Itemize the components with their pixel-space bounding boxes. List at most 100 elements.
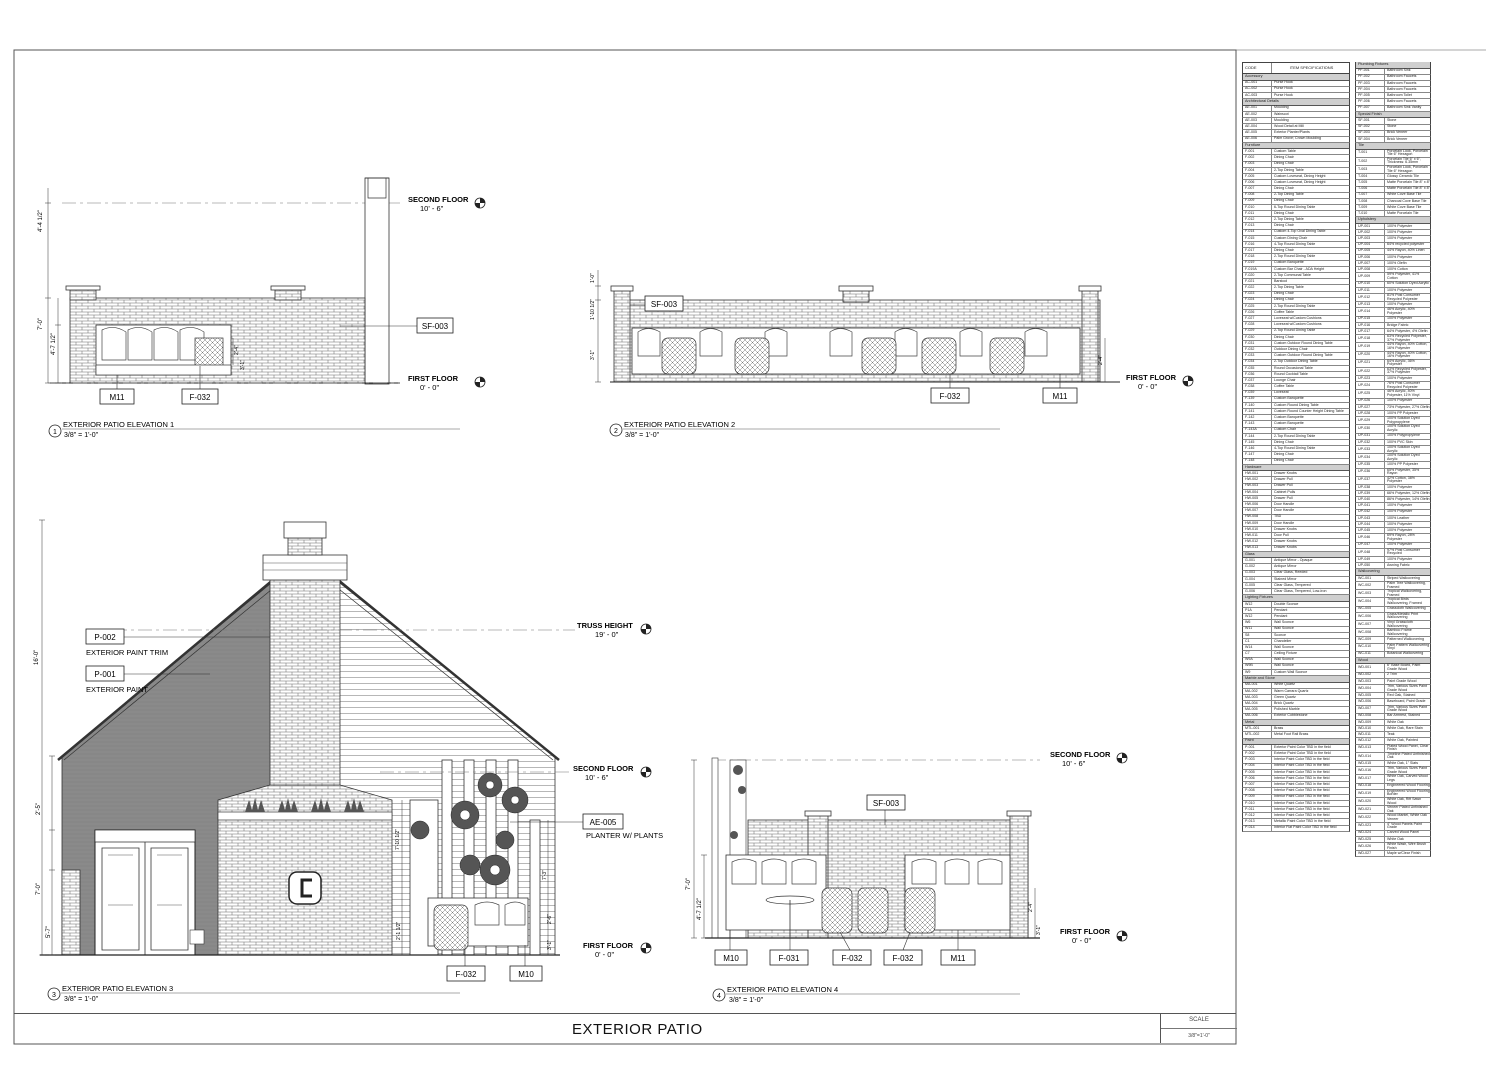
schedule-spec: 81% Post Consumer Recycled Polyester — [1387, 293, 1420, 301]
schedule-spec: Timeline Plated Unfinished Oak — [1387, 751, 1430, 760]
schedule-spec: 100% Polyester — [1387, 223, 1413, 228]
schedule-code: HW-010 — [1243, 527, 1272, 533]
schedule-spec: Wall Sconce — [1274, 657, 1294, 662]
schedule-spec: Exterior Paint Color TBD in the field — [1274, 744, 1331, 749]
schedule-code: F-142 — [1243, 415, 1272, 421]
schedule-code: MA-006 — [1243, 713, 1272, 719]
schedule-code: HW-006 — [1243, 502, 1272, 508]
schedule-code: MA-002 — [1243, 689, 1272, 694]
schedule-spec: 100% Solution Dyed Acrylic — [1387, 444, 1420, 453]
schedule-code: F-001 — [1243, 149, 1272, 155]
schedule-code: UP-040 — [1356, 497, 1385, 503]
schedule-code: UP-004 — [1356, 242, 1385, 248]
schedule-code: F-019A — [1243, 267, 1272, 272]
scale-box: SCALE 3/8"=1'-0" — [1160, 1013, 1237, 1043]
schedule-spec: Carved Wood Panel — [1387, 830, 1420, 835]
schedule-spec: Matte Porcelain Tile 8" x 8" — [1387, 186, 1430, 191]
schedule-code: F-026 — [1243, 310, 1272, 316]
schedule-code: UP-002 — [1356, 230, 1385, 236]
tag-ae005: AE-005 — [590, 818, 617, 827]
schedule-code: UP-022 — [1356, 367, 1385, 376]
tag-m11-e4: M11 — [951, 954, 967, 963]
schedule-spec: 97% Post Consumer Recycled — [1387, 547, 1420, 556]
schedule-spec: Loveseat w/Custom Cushions — [1274, 322, 1322, 327]
schedule-spec: Plated Wood Panel, Clear Finish — [1387, 743, 1429, 752]
schedule-code: WD-025 — [1356, 837, 1385, 843]
schedule-code: WC-003 — [1356, 590, 1385, 598]
schedule-spec: White Wash, Wire Brush Finish — [1387, 842, 1427, 850]
schedule-spec: 4" Wood Panels Paint Grade — [1387, 821, 1422, 830]
schedule-spec: Custom Dining Chair — [1274, 235, 1308, 240]
schedule-code: W9A — [1243, 657, 1272, 663]
scale-label: SCALE — [1189, 1017, 1209, 1023]
level-first-floor-e3: FIRST FLOOR — [583, 941, 634, 950]
tag-m10-e4: M10 — [723, 954, 739, 963]
dim-e1-b: 7'-0" — [38, 318, 44, 330]
schedule-code: G-003 — [1243, 570, 1272, 576]
schedule-spec: 100% Cotton — [1387, 267, 1408, 272]
schedule-code: WD-013 — [1356, 744, 1385, 752]
schedule-code: PF-006 — [1356, 99, 1385, 105]
schedule-code: UP-028 — [1356, 411, 1385, 417]
schedule-spec: Exterior Planter/Plants — [1274, 130, 1310, 135]
header-code: CODE — [1243, 63, 1272, 73]
schedule-spec: Engineered Wood Flooring Border — [1387, 788, 1430, 797]
schedule-code: P-001 — [1243, 745, 1272, 751]
schedule-spec: Wall Sconce — [1274, 626, 1294, 631]
schedule-spec: Interior Paint Color TBD in the field — [1274, 769, 1330, 774]
schedule-code: UP-013 — [1356, 302, 1385, 308]
elevation-1-scale: 3/8" = 1'-0" — [64, 432, 99, 439]
schedule-spec: 2 Trim — [1387, 672, 1397, 677]
schedule-spec: Palm Pattern Wallcovering Vinyl — [1387, 642, 1430, 651]
schedule-spec: Brick Veneer — [1387, 130, 1408, 135]
schedule-spec: Wainscot — [1274, 111, 1289, 116]
schedule-code: UP-005 — [1356, 249, 1385, 254]
level-first-floor-elev-e4: 0' - 0" — [1072, 936, 1091, 945]
schedule-spec: Custom Loveseat, Dining Height — [1274, 173, 1326, 178]
dim-e4-c: 2'-4" — [1028, 902, 1034, 912]
schedule-spec: Tropical Wallcovering, Framed — [1387, 589, 1423, 597]
dim-e3-a: 16'-0" — [34, 650, 40, 665]
schedule-spec: Drawer Pull — [1274, 477, 1293, 482]
schedule-code: WC-009 — [1356, 637, 1385, 643]
schedule-code: UP-020 — [1356, 351, 1385, 359]
schedule-code: PF-005 — [1356, 93, 1385, 99]
schedule-code: MA-005 — [1243, 707, 1272, 713]
schedule-spec: Purse Hook — [1274, 80, 1293, 85]
schedule-code: UP-019 — [1356, 343, 1385, 351]
schedule-spec: Custom Bar Chair - ADA Height — [1274, 266, 1325, 271]
schedule-spec: Dining Chair — [1274, 186, 1294, 191]
schedule-spec: 2-Top Dining Table — [1274, 285, 1304, 290]
dim-e3-b: 2'-5" — [36, 803, 42, 815]
schedule-spec: Antique Mirror - Opaque — [1274, 557, 1313, 562]
schedule-section: Metal — [1242, 719, 1350, 727]
schedule-code: F-008 — [1243, 192, 1272, 198]
schedule-spec: Trim, Various Sizes Paint Grade Wood — [1387, 766, 1427, 774]
